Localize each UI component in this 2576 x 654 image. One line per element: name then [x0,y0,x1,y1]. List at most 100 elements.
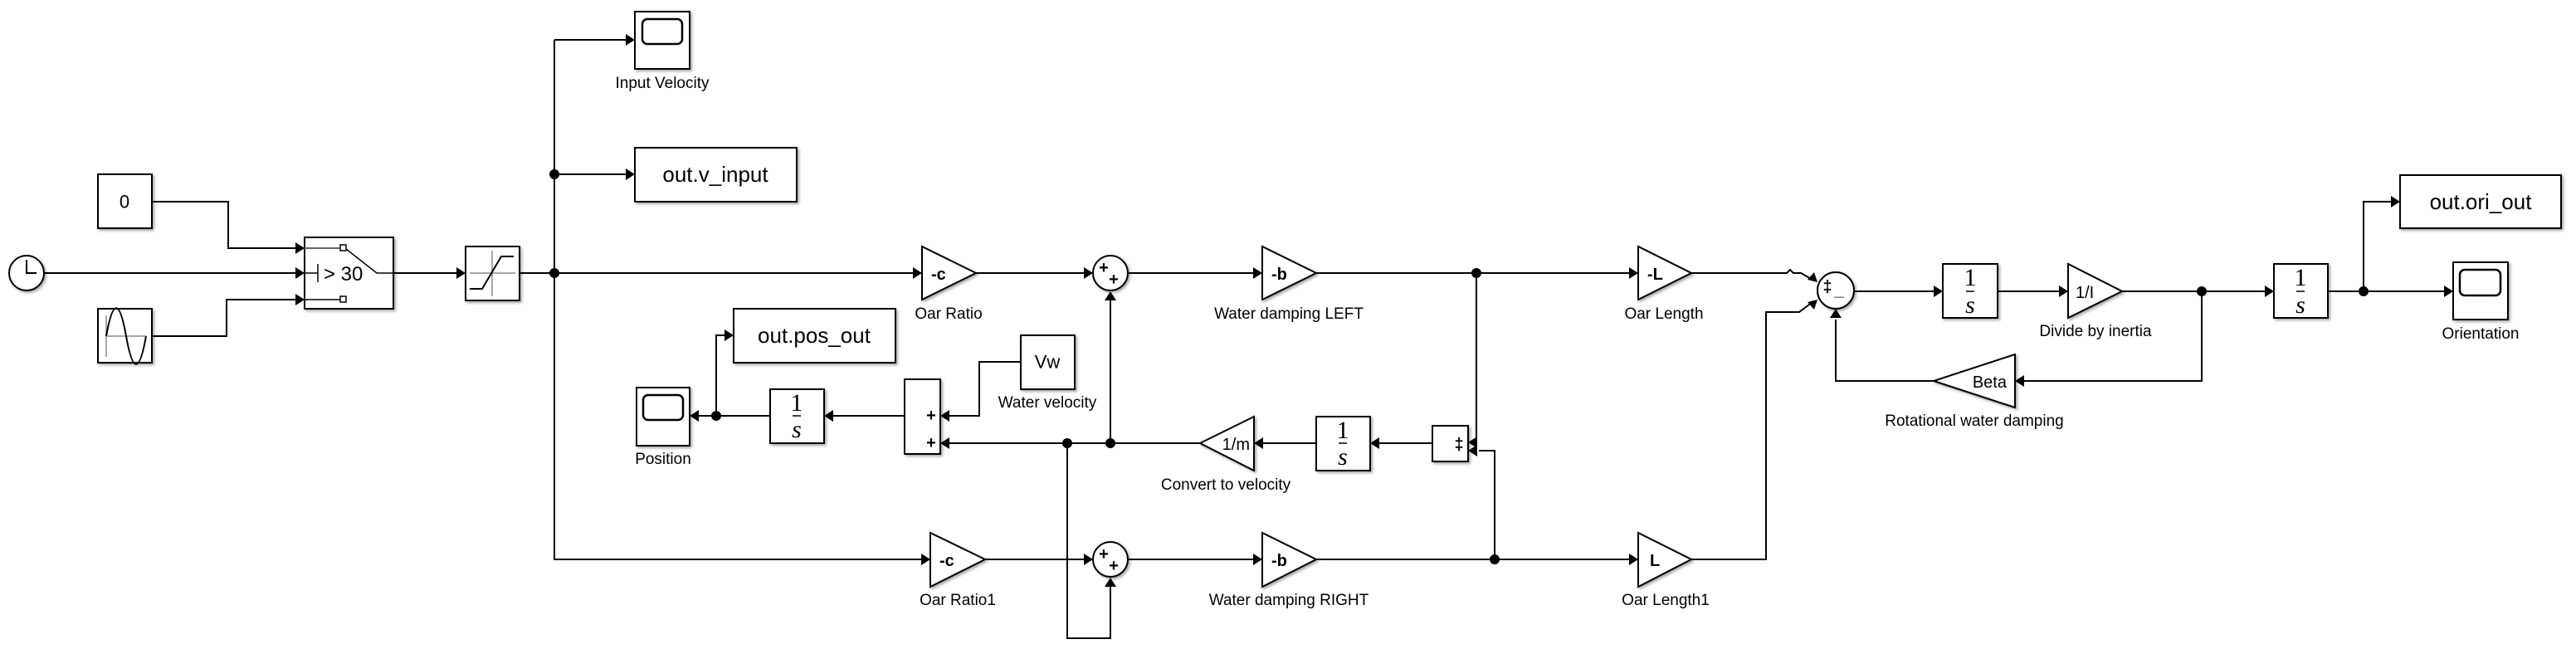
arrowhead [921,554,930,565]
damping-left-gain-value: -b [1271,266,1287,284]
divide-by-inertia-label: Divide by inertia [2039,323,2152,340]
position-sum-block[interactable]: + + [904,378,941,455]
constant-zero-block[interactable]: 0 [97,173,153,229]
arrowhead [2265,286,2274,297]
arrowhead [1105,291,1116,300]
sum-right-sign-1: + [1099,545,1109,564]
oar-ratio-gain[interactable]: -c Oar Ratio [915,245,983,323]
arrowhead [824,410,833,422]
arrowhead [940,410,949,422]
oar-ratio1-label: Oar Ratio1 [920,592,996,609]
junction-dot [1490,554,1500,564]
sum-left-block[interactable]: + + [1092,255,1129,291]
oar-ratio1-gain[interactable]: -c Oar Ratio1 [920,531,996,609]
junction-dot [711,411,721,421]
saturation-icon [470,251,515,296]
junction-dots [549,169,2369,564]
arrowhead [626,168,635,180]
oar-length-gain-value: -L [1647,266,1663,284]
arrowhead [913,267,922,279]
arrowhead [456,267,466,279]
beta-gain-value: Beta [1973,373,2008,392]
convert-to-velocity-gain[interactable]: 1/m Convert to velocity [1161,415,1291,494]
arrowhead [1084,554,1093,565]
orientation-integrator-block[interactable]: 1 s [2273,263,2329,319]
divide-by-inertia-gain[interactable]: 1/I Divide by inertia [2039,262,2152,340]
water-damping-right-gain[interactable]: -b Water damping RIGHT [1209,531,1369,609]
wire-to-beta[interactable] [2024,291,2203,382]
velocity-integrator-den: s [1338,443,1348,471]
wire-vw-to-sum[interactable] [949,361,1021,417]
scope-screen-icon [2458,268,2502,297]
junction-dot [2197,286,2207,296]
arrowheads [295,34,2453,587]
sum-right-block[interactable]: + + [1092,541,1129,578]
sum-right-sign-2: + [1109,557,1119,575]
switch-block[interactable]: > 30 [304,237,394,310]
arrowhead [295,267,305,279]
wire-to-ori-out[interactable] [2363,201,2391,291]
arrowhead [295,294,305,305]
wire-oar-length1-to-torque-sum[interactable] [1691,301,1813,560]
arrowhead [1629,554,1638,565]
torque-integrator-block[interactable]: 1 s [1942,263,1998,319]
arrowhead [2059,286,2068,297]
inv-inertia-gain-value: 1/I [2076,284,2094,302]
rotational-water-damping-gain[interactable]: Beta Rotational water damping [1885,353,2064,430]
sine-wave-block[interactable] [97,307,153,365]
junction-dot [1105,438,1115,448]
arrowhead [1808,272,1817,282]
saturation-block[interactable] [465,246,520,301]
clock-block[interactable] [8,255,45,291]
position-scope[interactable]: Position [635,387,691,468]
wire-sine-to-switch[interactable] [117,299,295,337]
arrowhead [1629,267,1638,279]
oar-ratio-label: Oar Ratio [915,305,982,323]
wire-velocity-bus[interactable] [554,40,921,560]
arrowhead [1253,267,1262,279]
wire-left-to-force-sum[interactable] [1476,273,1477,443]
input-velocity-scope[interactable]: Input Velocity [615,11,710,92]
junction-dot [549,268,559,278]
wire-to-pos-out[interactable] [715,334,724,416]
position-integrator-den: s [792,416,802,443]
arrowhead [2444,286,2453,297]
arrowhead [1253,554,1262,565]
ori-out-workspace-block[interactable]: out.ori_out [2399,174,2562,229]
oar-length1-label: Oar Length1 [1622,592,1710,609]
sum-left-sign-1: + [1099,259,1109,277]
torque-sum-block[interactable]: ‡ _ [1817,271,1855,310]
wire-constant-to-switch[interactable] [117,201,295,249]
velocity-integrator-block[interactable]: 1 s [1315,416,1371,471]
arrowhead [2015,375,2024,387]
convert-to-velocity-label: Convert to velocity [1161,476,1291,494]
arrowhead [1468,445,1477,456]
oar-ratio1-gain-value: -c [939,552,954,570]
torque-sum-sign-1: ‡ [1822,278,1832,296]
wire-oar-length-to-torque-sum[interactable] [1691,268,1813,281]
wire-feedback-to-sum-right[interactable] [1066,443,1111,639]
arrowhead [724,329,734,341]
pos-out-workspace-block[interactable]: out.pos_out [733,308,896,364]
oar-length1-gain[interactable]: L Oar Length1 [1622,531,1710,609]
position-integrator-num: 1 [791,389,803,417]
water-velocity-constant[interactable]: Vw Water velocity [998,334,1097,412]
junction-dot [1062,438,1072,448]
wire-right-to-force-sum[interactable] [1479,450,1495,559]
switch-threshold: > 30 [324,263,363,286]
torque-integrator-num: 1 [1964,264,1977,291]
arrowhead [1830,309,1842,318]
water-damping-left-gain[interactable]: -b Water damping LEFT [1214,245,1364,323]
junction-dot [2359,286,2369,296]
force-sum-block[interactable]: ‡ [1432,425,1469,462]
oar-length-gain[interactable]: -L Oar Length [1624,245,1704,323]
orientation-scope[interactable]: Orientation [2442,261,2520,343]
position-integrator-block[interactable]: 1 s [769,388,825,444]
rotational-water-damping-label: Rotational water damping [1885,412,2063,430]
water-velocity-label: Water velocity [998,394,1097,412]
signal-wires [38,39,2444,639]
v-input-workspace-block[interactable]: out.v_input [634,147,798,203]
arrowhead [2391,196,2400,207]
wire-beta-to-torque-sum[interactable] [1835,320,1934,382]
